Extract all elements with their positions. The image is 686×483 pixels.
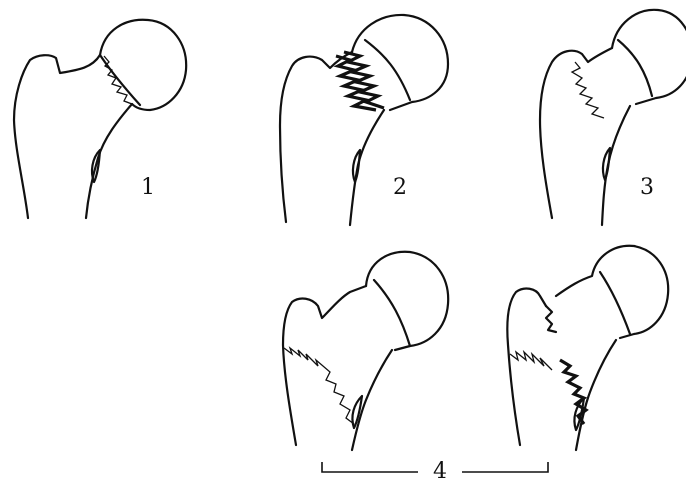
- fracture-type-2-femur: [280, 15, 448, 225]
- femur-3-lesser-trochanter: [603, 148, 610, 180]
- femur-4b-fracture-line: [510, 352, 552, 370]
- femur-2-lesser-trochanter: [353, 150, 360, 182]
- femur-4b-head-rim: [600, 272, 630, 334]
- femur-4b-medial-cortex: [576, 340, 616, 450]
- fracture-type-4b-femur: [507, 246, 668, 450]
- femur-3-outline: [540, 48, 612, 218]
- femur-4a-head-rim: [374, 280, 410, 346]
- label-type-4: 4: [433, 459, 447, 483]
- femur-4b-fracture-comminuted: [560, 360, 586, 424]
- femur-1-head-rim: [100, 55, 140, 105]
- type-4-bracket-left: [322, 462, 418, 472]
- femur-3-head: [612, 10, 686, 104]
- femur-1-outline: [14, 55, 100, 218]
- label-type-3: 3: [640, 175, 654, 200]
- label-type-2: 2: [393, 175, 407, 200]
- femur-4a-fracture-line: [284, 348, 354, 424]
- femur-4b-displaced-trochanter: [546, 306, 556, 332]
- femur-2-head-rim: [365, 40, 410, 100]
- femur-3-medial-cortex: [602, 106, 630, 225]
- type-4-bracket-right: [462, 462, 548, 472]
- fracture-type-3-femur: [540, 10, 686, 225]
- label-type-1: 1: [141, 175, 155, 200]
- femur-4b-outline: [507, 289, 546, 445]
- femur-3-fracture-line: [572, 62, 604, 118]
- femur-2-head: [352, 15, 448, 110]
- fracture-type-4a-femur: [283, 252, 448, 450]
- fracture-type-1-femur: [14, 20, 186, 218]
- femur-2-medial-cortex: [350, 110, 384, 225]
- femur-3-head-rim: [618, 40, 652, 96]
- femur-1-head: [100, 20, 186, 110]
